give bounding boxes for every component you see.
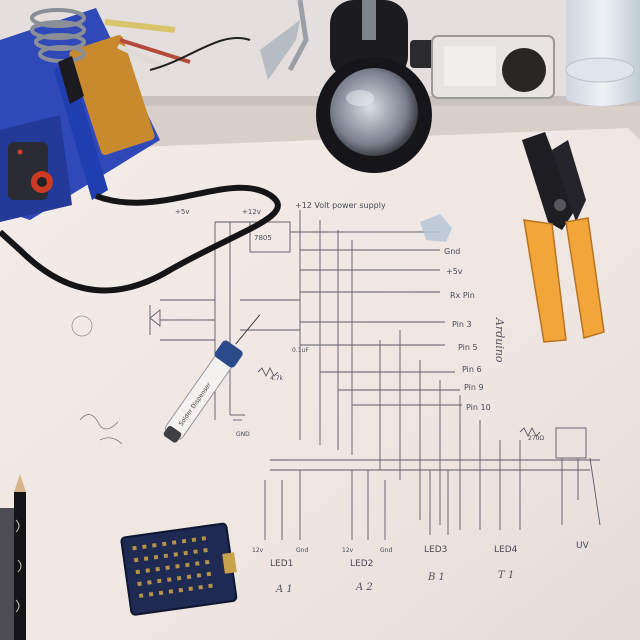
led-group-3: LED3 <box>424 545 447 555</box>
schematic-drawing <box>149 210 601 540</box>
pin-label-9: Pin 9 <box>464 383 484 392</box>
led-group-1: LED1 <box>270 559 293 569</box>
rail-label-5v: +5v <box>175 208 189 216</box>
pin-label-5: Pin 5 <box>458 343 478 352</box>
parts-tray <box>431 35 555 99</box>
led-group-uv: UV <box>576 541 590 551</box>
supply-note: +12 Volt power supply <box>295 201 386 210</box>
dark-object-left <box>0 508 14 640</box>
gnd-label: GND <box>236 431 250 438</box>
regulator-label: 7805 <box>254 234 272 242</box>
wire-stripper-pliers <box>522 132 605 343</box>
led1-pin-gnd: Gnd <box>296 547 308 554</box>
schematic-labels: +12 Volt power supply +5v +12v 7805 4.7k… <box>175 201 590 595</box>
pin-label-6: Pin 6 <box>462 365 482 374</box>
arduino-label: Arduino <box>493 317 506 363</box>
capacitor-label: 0.1uF <box>292 347 309 354</box>
pin-label-5v: +5v <box>446 267 463 276</box>
led2-pin-12v: 12v <box>342 547 354 554</box>
led2-pin-gnd: Gnd <box>380 547 392 554</box>
sketch-circle <box>71 315 93 337</box>
pin-label-3: Pin 3 <box>452 320 472 329</box>
pin-label-gnd: Gnd <box>444 247 460 256</box>
area-label-3: B 1 <box>427 572 445 583</box>
led-group-2: LED2 <box>350 559 373 569</box>
area-label-1: A 1 <box>275 584 293 595</box>
resistor-label: 4.7k <box>270 375 284 382</box>
crystal-piece <box>420 214 452 242</box>
area-label-2: A 2 <box>355 582 373 593</box>
tip-cleaning-sponge <box>69 35 155 155</box>
rail-label-12v: +12v <box>242 208 261 216</box>
led-group-4: LED4 <box>494 545 518 555</box>
magnifier-lens <box>330 68 418 156</box>
helping-hand <box>260 0 436 173</box>
resistor-label-2: 270Ω <box>528 435 544 442</box>
pin-label-rx: Rx Pin <box>450 291 475 300</box>
led1-pin-12v: 12v <box>252 547 264 554</box>
area-label-4: T 1 <box>498 570 514 581</box>
iron-coil-holder <box>30 8 86 63</box>
pencil-scribble <box>79 414 123 445</box>
iron-cable <box>0 184 281 294</box>
soldering-station <box>0 8 160 222</box>
pin-label-10: Pin 10 <box>466 403 491 412</box>
water-glass <box>565 0 640 106</box>
pencil <box>14 474 26 640</box>
test-leads <box>104 19 251 73</box>
arduino-proto-board <box>120 522 238 616</box>
